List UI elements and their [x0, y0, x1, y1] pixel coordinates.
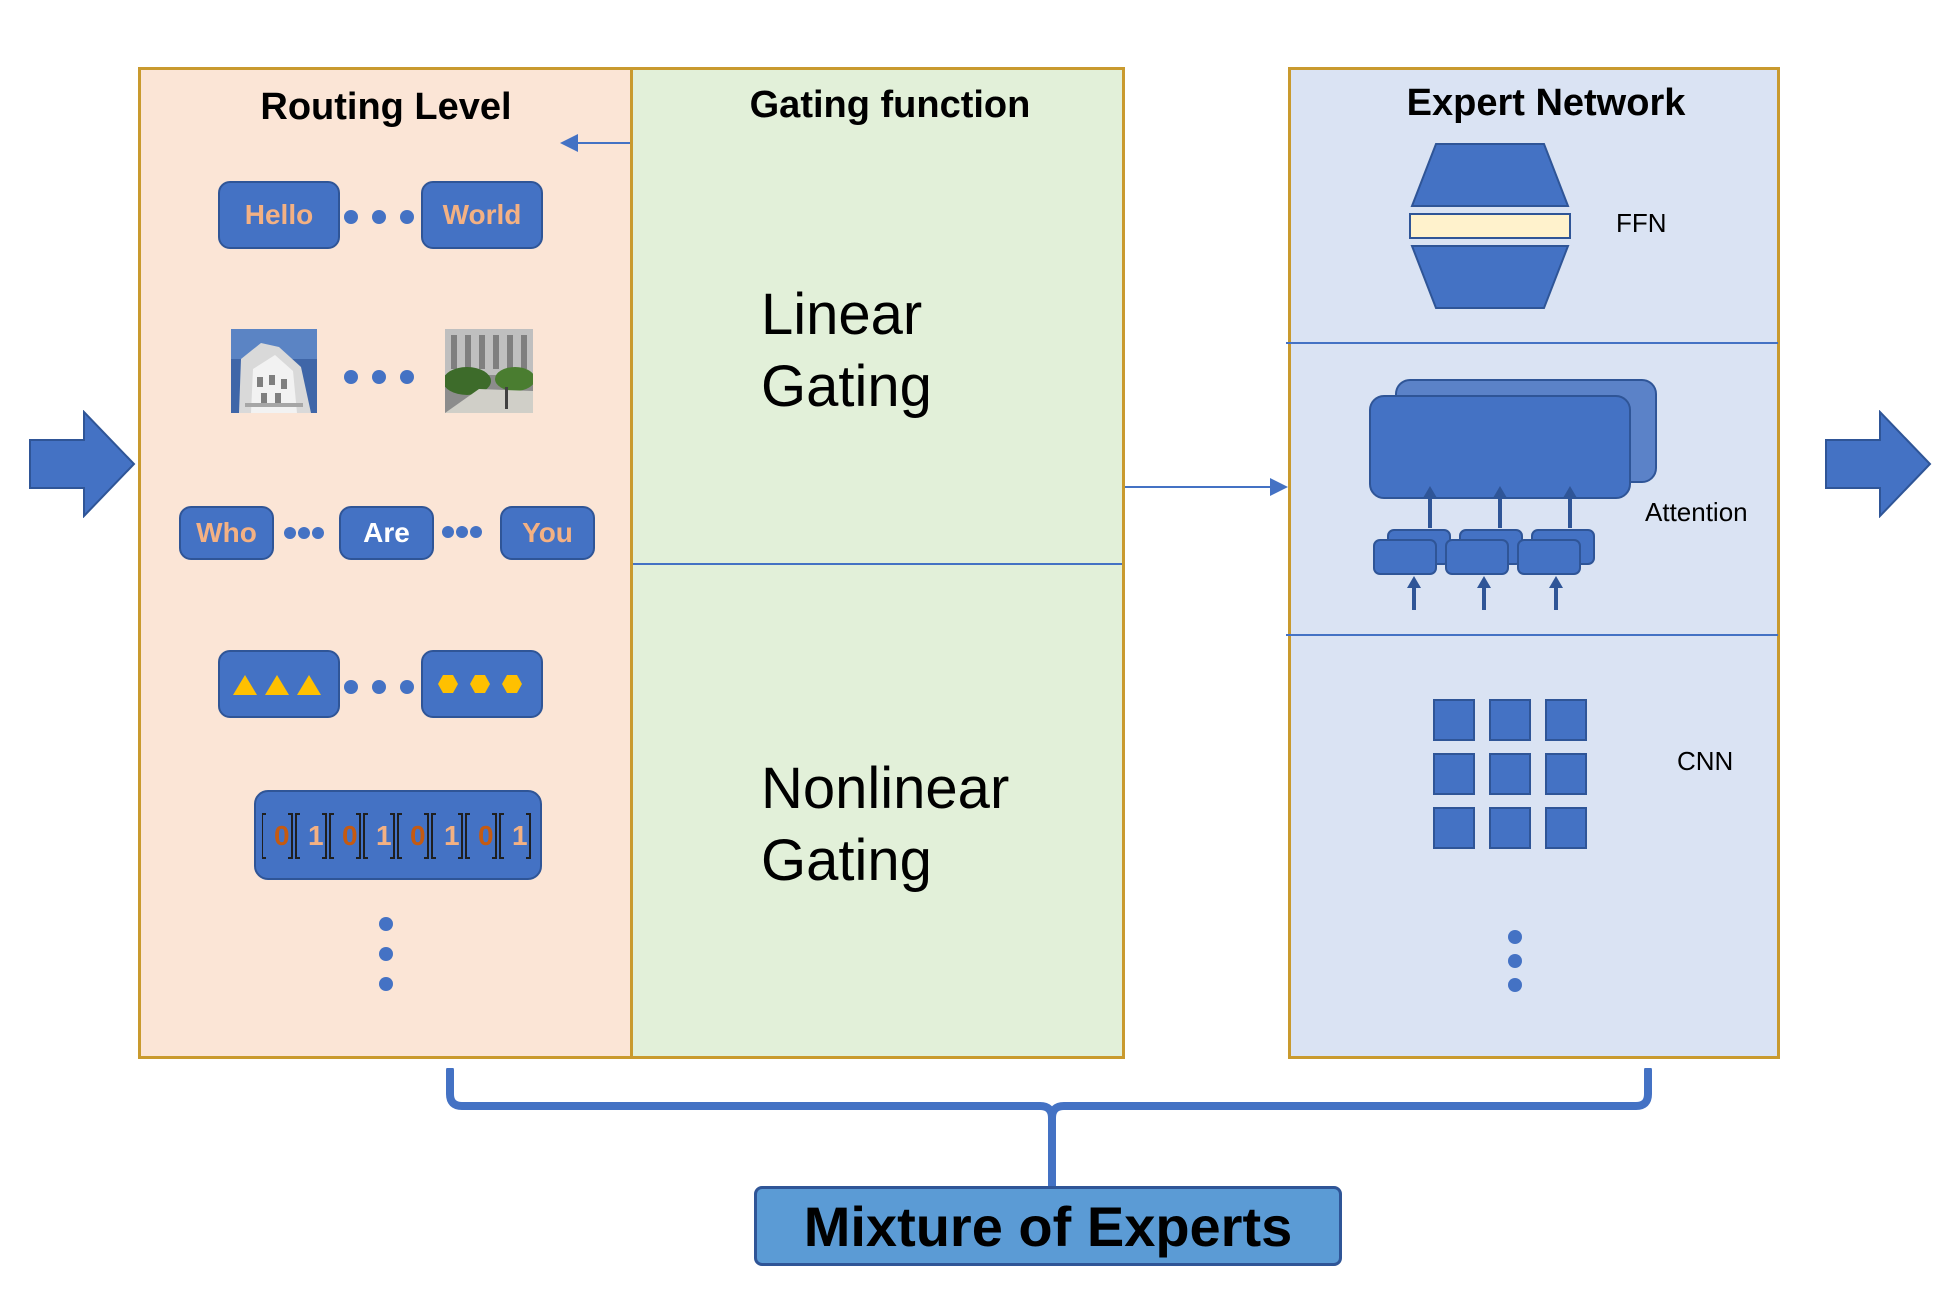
nonlinear-gating-line1: Nonlinear [761, 756, 1010, 821]
hexagons-token [421, 650, 543, 718]
token-who: Who [179, 506, 274, 560]
ellipsis-dot [344, 370, 358, 384]
vertical-ellipsis-dot [379, 917, 393, 931]
bit-digit: 0 [478, 820, 494, 851]
ellipsis-dot [372, 210, 386, 224]
routing-level-title: Routing Level [260, 86, 512, 128]
token-are: Are [339, 506, 434, 560]
gating-divider [633, 563, 1122, 565]
ellipsis-dot [298, 527, 310, 539]
binary-brackets-icon [262, 813, 531, 859]
bit-digit: 1 [444, 820, 460, 851]
ffn-icon [1409, 143, 1571, 309]
attention-icon [1369, 379, 1657, 610]
nonlinear-gating-label: Nonlinear Gating [761, 753, 1009, 897]
ellipsis-dot [344, 210, 358, 224]
linear-gating-line2: Gating [761, 354, 932, 419]
triangle-shapes-icon [233, 675, 321, 695]
bottom-brace-icon [446, 1068, 1652, 1190]
ffn-label: FFN [1616, 208, 1667, 238]
bit-digit: 1 [512, 820, 528, 851]
token-hello: Hello [218, 181, 340, 249]
ellipsis-dot [284, 527, 296, 539]
vertical-ellipsis-dot [379, 977, 393, 991]
linear-gating-label: Linear Gating [761, 279, 932, 423]
mixture-of-experts-box: Mixture of Experts [754, 1186, 1342, 1266]
ellipsis-dot [470, 526, 482, 538]
vertical-ellipsis-dot [1508, 930, 1522, 944]
token-you: You [500, 506, 595, 560]
ellipsis-dot [344, 680, 358, 694]
triangles-token [218, 650, 340, 718]
mixture-of-experts-label: Mixture of Experts [803, 1194, 1293, 1258]
output-arrow-icon [1825, 410, 1932, 518]
ellipsis-dot [400, 210, 414, 224]
bit-digit: 0 [274, 820, 290, 851]
linear-gating-line1: Linear [761, 282, 923, 347]
ellipsis-dot [400, 680, 414, 694]
bit-digit: 1 [308, 820, 324, 851]
building-photo-2 [445, 329, 533, 413]
ellipsis-dot [442, 526, 454, 538]
ellipsis-dot [456, 526, 468, 538]
gating-function-title: Gating function [749, 84, 1031, 126]
cnn-grid-icon [1433, 699, 1587, 849]
bit-digit: 1 [376, 820, 392, 851]
vertical-ellipsis-dot [1508, 954, 1522, 968]
ellipsis-dot [372, 680, 386, 694]
ellipsis-dot [400, 370, 414, 384]
hexagon-shapes-icon [438, 675, 522, 693]
bit-digit: 0 [410, 820, 426, 851]
nonlinear-gating-line2: Gating [761, 828, 932, 893]
ellipsis-dot [372, 370, 386, 384]
bit-digit: 0 [342, 820, 358, 851]
token-world: World [421, 181, 543, 249]
input-arrow-icon [29, 410, 136, 518]
vertical-ellipsis-dot [379, 947, 393, 961]
attention-label: Attention [1645, 497, 1748, 527]
cnn-label: CNN [1677, 746, 1734, 776]
building-photo-1 [231, 329, 317, 413]
gating-to-expert-arrow-icon [1125, 478, 1288, 496]
ellipsis-dot [312, 527, 324, 539]
expert-divider-2 [1286, 634, 1778, 636]
vertical-ellipsis-dot [1508, 978, 1522, 992]
expert-divider-1 [1286, 342, 1778, 344]
expert-network-title: Expert Network [1406, 82, 1686, 124]
